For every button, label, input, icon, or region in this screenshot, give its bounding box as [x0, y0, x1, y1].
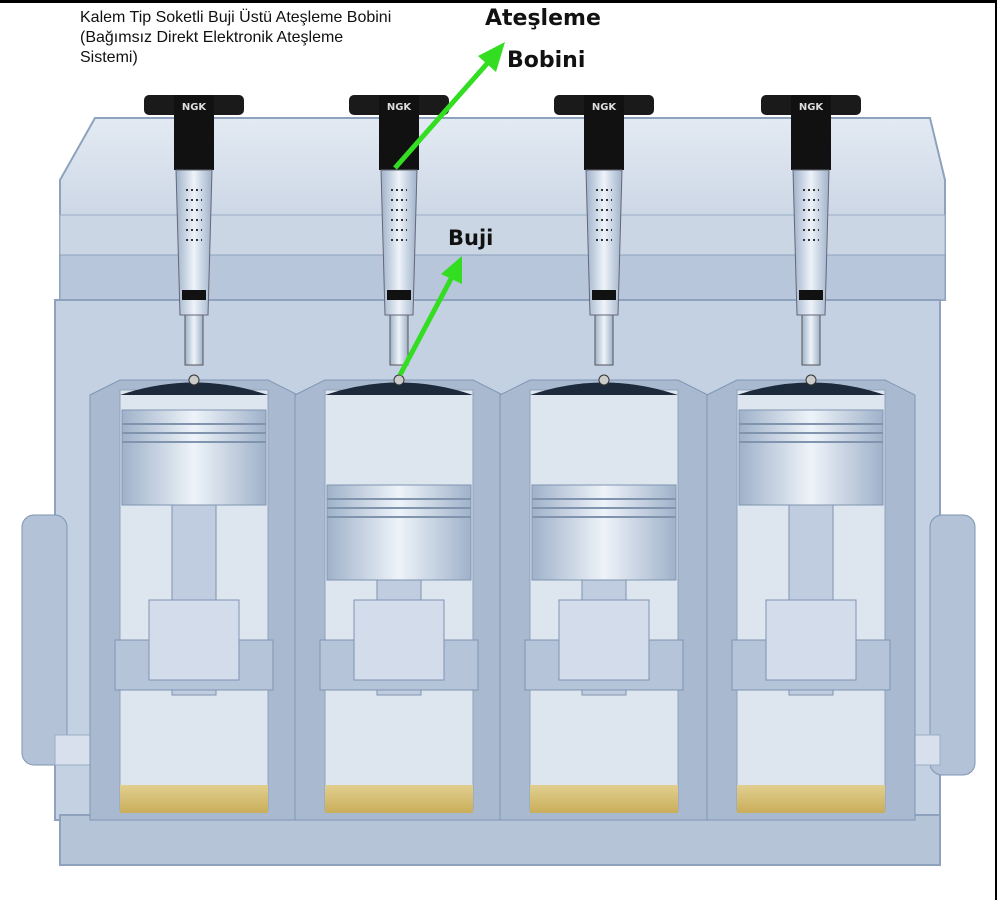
combustion-chamber: [530, 382, 678, 395]
spark-plug-tip: [188, 374, 200, 386]
cylinder-1: NGK: [89, 95, 299, 821]
spark-plug: [594, 309, 614, 366]
coil-brand-logo: NGK: [182, 102, 208, 113]
ignition-coil-body: [585, 169, 623, 316]
coil-head: [584, 95, 624, 170]
spark-plug-tip: [598, 374, 610, 386]
coil-label-line2: Bobini: [507, 48, 586, 73]
cylinder-3: NGK: [499, 95, 709, 821]
crank-cheek: [558, 599, 650, 681]
piston: [326, 484, 472, 581]
coil-head: [791, 95, 831, 170]
spark-plug-label: Buji: [448, 226, 494, 250]
oil-sump: [737, 785, 885, 813]
oil-sump: [530, 785, 678, 813]
spark-plug: [801, 309, 821, 366]
coil-brand-logo: NGK: [387, 102, 413, 113]
ignition-coil-body: [380, 169, 418, 316]
ignition-coil-body: [175, 169, 213, 316]
spark-plug-tip: [393, 374, 405, 386]
coil-head: [379, 95, 419, 170]
oil-sump: [120, 785, 268, 813]
caption-text: Kalem Tip Soketli Buji Üstü Ateşleme Bob…: [80, 9, 392, 66]
coil-band: [799, 290, 823, 300]
crank-cheek: [765, 599, 857, 681]
piston: [121, 409, 267, 506]
coil-head: [174, 95, 214, 170]
oil-sump: [325, 785, 473, 813]
cylinder-2: NGK: [294, 95, 504, 821]
ignition-coil-body: [792, 169, 830, 316]
plug-arrow: [397, 256, 462, 377]
spark-plug-tip: [805, 374, 817, 386]
pulley-right: [929, 514, 976, 776]
coil-band: [182, 290, 206, 300]
coil-brand-logo: NGK: [799, 102, 825, 113]
coil-brand-logo: NGK: [592, 102, 618, 113]
oil-pan: [59, 814, 941, 866]
coil-label-line1: Ateşleme: [485, 6, 601, 31]
combustion-chamber: [737, 382, 885, 395]
spark-plug: [389, 309, 409, 366]
crank-cheek: [148, 599, 240, 681]
cylinder-4: NGK: [706, 95, 916, 821]
spark-plug: [184, 309, 204, 366]
coil-band: [592, 290, 616, 300]
combustion-chamber: [120, 382, 268, 395]
crank-cheek: [353, 599, 445, 681]
flywheel-left: [21, 514, 68, 766]
coil-arrow: [393, 42, 505, 170]
coil-band: [387, 290, 411, 300]
combustion-chamber: [325, 382, 473, 395]
